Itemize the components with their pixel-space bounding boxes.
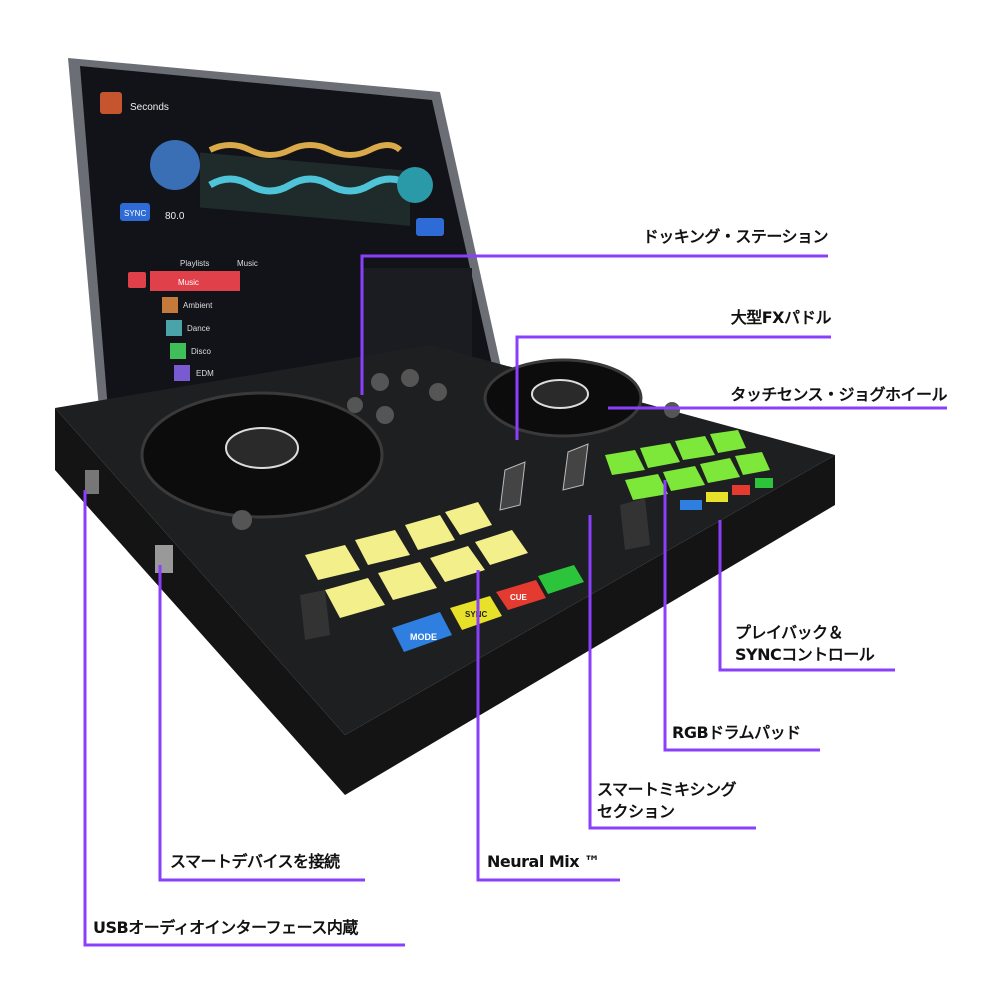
play-button xyxy=(538,565,584,594)
left-tempo-fader xyxy=(300,590,330,640)
callout-smart-mixing-line1: スマートミキシング xyxy=(597,780,737,799)
callout-playback-line2: SYNCコントロール xyxy=(735,645,875,664)
crossfader xyxy=(620,498,650,550)
playlist-art-ambient xyxy=(162,297,178,313)
callout-smart-device: スマートデバイスを接続 xyxy=(170,852,340,871)
controller-side xyxy=(55,408,835,795)
track-artwork xyxy=(100,92,122,114)
right-mode-button xyxy=(680,500,702,510)
playlist-art-edm xyxy=(174,365,190,381)
callout-docking: ドッキング・ステーション xyxy=(642,227,829,246)
smart-mixing-line xyxy=(588,515,756,830)
cue-label: CUE xyxy=(510,593,528,602)
mode-label: MODE xyxy=(410,632,437,642)
mode-button xyxy=(392,612,452,652)
callout-rgb-pads: RGBドラムパッド xyxy=(672,723,801,742)
deck-b-art xyxy=(397,167,433,203)
callout-usb-audio: USBオーディオインターフェース内蔵 xyxy=(93,918,358,937)
playlist-item-dance: Dance xyxy=(187,324,211,333)
playlist-art-disco xyxy=(170,343,186,359)
cue-button xyxy=(496,580,546,610)
fx-paddle-right xyxy=(562,443,589,491)
tablet-sync-label: SYNC xyxy=(124,209,146,218)
rgb-line xyxy=(663,480,820,752)
usb-line xyxy=(83,490,405,947)
fx-line xyxy=(515,335,831,440)
left-jog-logo xyxy=(225,427,299,469)
callout-lines xyxy=(83,254,947,947)
smart-device-line xyxy=(158,565,365,882)
usb-port xyxy=(155,545,173,573)
callout-playback-line1: プレイバック＆ xyxy=(735,623,844,642)
playlist-item-music: Music xyxy=(178,278,199,287)
neural-mix-line xyxy=(476,570,620,882)
controller: MODE SYNC CUE xyxy=(55,345,835,795)
waveform-area xyxy=(200,152,410,226)
right-pads xyxy=(605,430,770,500)
tablet-sync-button xyxy=(120,203,150,221)
callout-fx-paddle: 大型FXパドル xyxy=(730,308,832,327)
tablet-tempo: 80.0 xyxy=(165,211,185,222)
docking-line xyxy=(360,254,828,395)
left-pads xyxy=(305,502,528,618)
sync-button xyxy=(450,596,502,630)
right-sync-button xyxy=(706,492,728,502)
right-cue-button xyxy=(732,485,750,495)
sync-label: SYNC xyxy=(465,610,487,619)
mixer-knobs xyxy=(232,369,680,530)
callout-jog-wheel: タッチセンス・ジョグホイール xyxy=(730,385,947,404)
waveform-top xyxy=(208,142,403,158)
playlist-music-selected xyxy=(150,271,240,291)
music-header: Music xyxy=(237,259,258,268)
callout-neural-mix: Neural Mix ™ xyxy=(487,852,600,871)
playback-line xyxy=(718,520,895,672)
waveform-bottom xyxy=(208,175,412,195)
fx-paddle-left xyxy=(499,461,526,511)
playlist-art-dance xyxy=(166,320,182,336)
playlist-item-ambient: Ambient xyxy=(183,301,213,310)
playlist-item-edm: EDM xyxy=(196,369,214,378)
deck-a-art xyxy=(150,140,200,190)
playlists-header: Playlists xyxy=(180,259,209,268)
right-play-button xyxy=(755,478,773,488)
tablet-sync-button-b xyxy=(416,218,444,236)
track-title: Seconds xyxy=(130,102,169,113)
sidebar-selected xyxy=(128,272,146,288)
callout-smart-mixing-line2: セクション xyxy=(597,802,675,821)
playlist-item-disco: Disco xyxy=(191,347,212,356)
usb-b-port xyxy=(85,470,99,494)
right-jog-logo xyxy=(531,379,589,409)
